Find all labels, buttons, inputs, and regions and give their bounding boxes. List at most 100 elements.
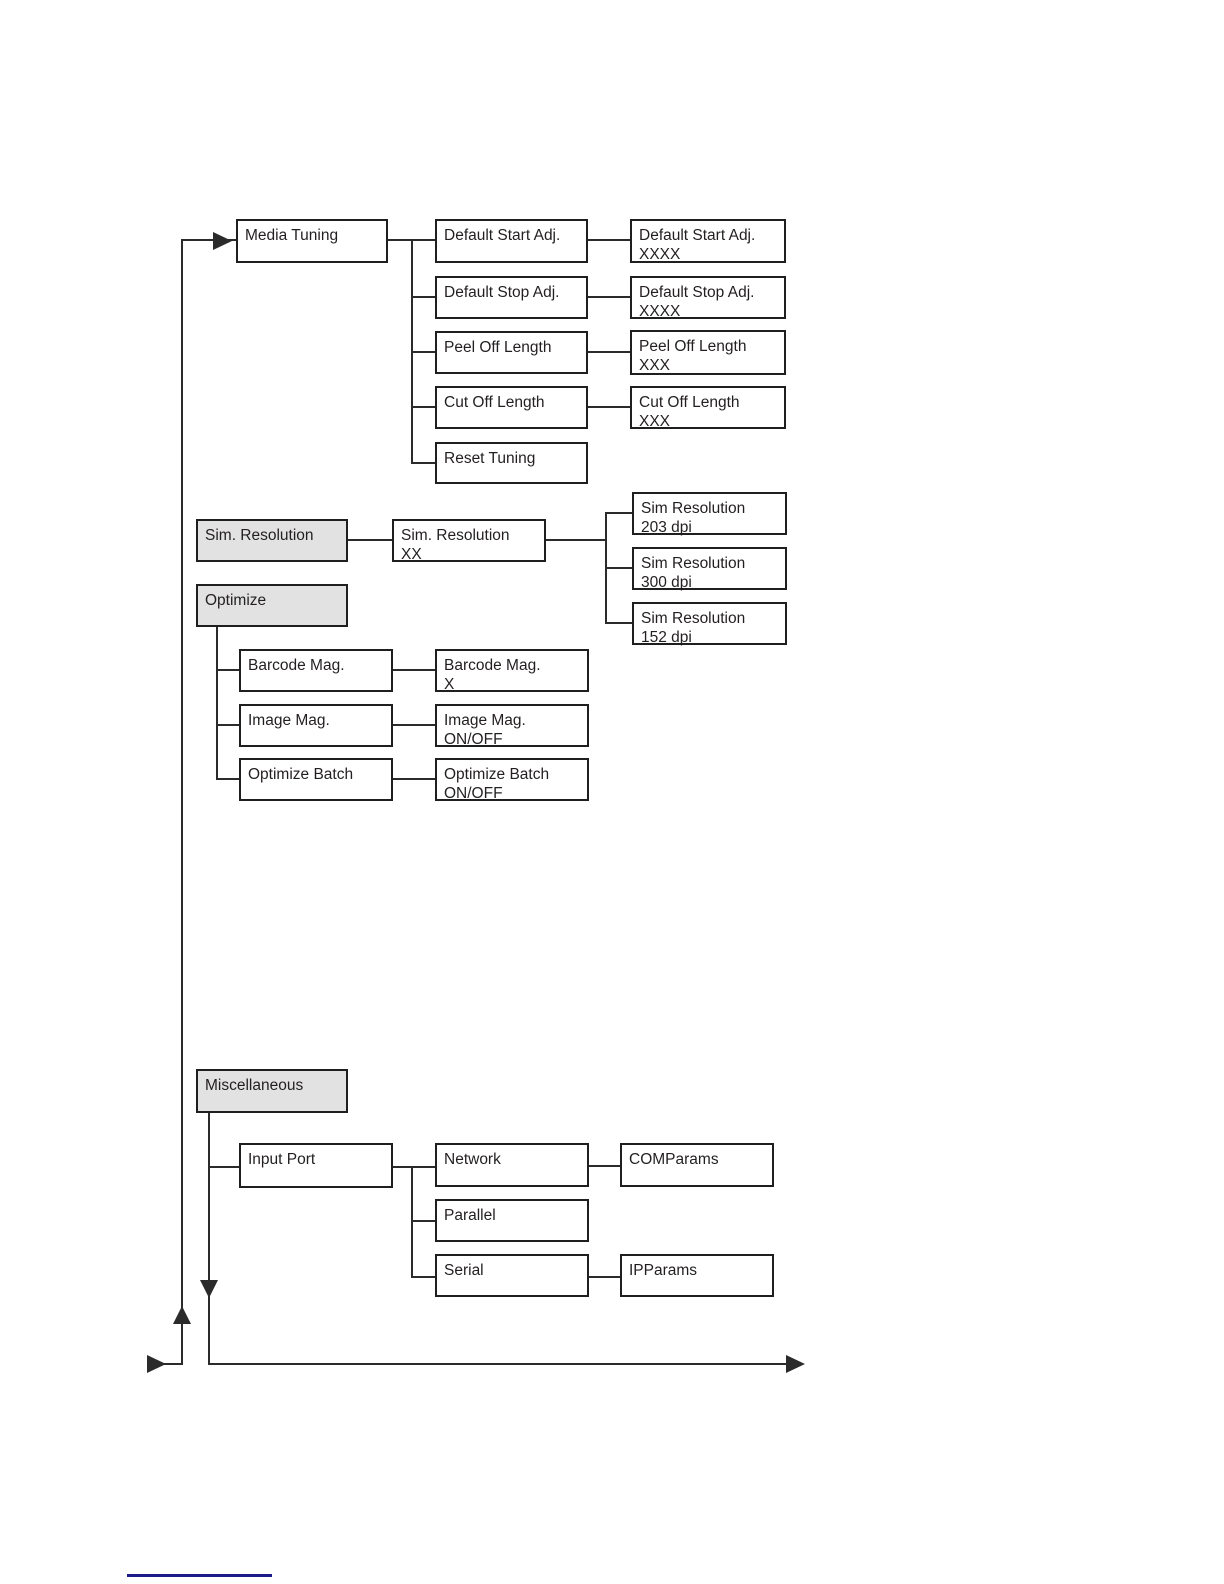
connector-stub-203 — [605, 512, 633, 514]
connector-stub-peel-off — [411, 351, 436, 353]
value-box-sim-res-300: Sim Resolution 300 dpi — [632, 547, 787, 591]
value-box-line2: XX — [401, 546, 422, 563]
menu-box-default-stop-adj: Default Stop Adj. — [435, 276, 588, 319]
value-box-line2: 300 dpi — [641, 574, 692, 591]
value-box-line2: XXX — [639, 357, 671, 374]
value-box-sim-res-152: Sim Resolution 152 dpi — [632, 602, 787, 646]
menu-box-label: Default Stop Adj. — [444, 284, 560, 301]
value-box-line2: X — [444, 676, 455, 693]
menu-box-label: Optimize Batch — [248, 766, 354, 783]
connector-stub-image — [216, 724, 240, 726]
menu-box-cut-off-length: Cut Off Length — [435, 386, 588, 429]
menu-box-barcode-mag: Barcode Mag. — [239, 649, 393, 692]
menu-box-label: Peel Off Length — [444, 339, 552, 356]
value-box-sim-resolution: Sim. Resolution XX — [392, 519, 546, 563]
menu-box-label: Optimize — [205, 592, 267, 609]
value-box-line2: 152 dpi — [641, 629, 692, 646]
menu-box-input-port: Input Port — [239, 1143, 393, 1188]
value-box-line1: Cut Off Length — [639, 394, 740, 411]
menu-box-comparams: COMParams — [620, 1143, 774, 1187]
menu-box-label: Cut Off Length — [444, 394, 545, 411]
menu-box-ipparams: IPParams — [620, 1254, 774, 1297]
value-box-line1: Optimize Batch — [444, 766, 550, 783]
menu-box-label: Reset Tuning — [444, 450, 536, 467]
value-box-peel-off-length: Peel Off Length XXX — [630, 330, 786, 375]
connector-stub-barcode — [216, 669, 240, 671]
menu-box-sim-resolution: Sim. Resolution — [196, 519, 348, 562]
value-box-line2: ON/OFF — [444, 731, 503, 748]
arrowhead-down-icon — [200, 1280, 218, 1298]
menu-box-peel-off-length: Peel Off Length — [435, 331, 588, 374]
value-box-line1: Sim Resolution — [641, 500, 746, 517]
connector-stub-parallel — [411, 1220, 436, 1222]
menu-box-label: Media Tuning — [245, 227, 339, 244]
value-box-optimize-batch: Optimize Batch ON/OFF — [435, 758, 589, 802]
value-box-cut-off-length: Cut Off Length XXX — [630, 386, 786, 430]
connector-cut-off-value — [588, 406, 631, 408]
menu-box-label: Sim. Resolution — [205, 527, 314, 544]
arrowhead-right-icon — [213, 232, 232, 250]
menu-box-miscellaneous: Miscellaneous — [196, 1069, 348, 1113]
connector-barcode-value — [392, 669, 436, 671]
connector-serial-ipparams — [588, 1276, 621, 1278]
connector-misc-drop — [208, 1112, 210, 1365]
value-box-line1: Peel Off Length — [639, 338, 747, 355]
connector-stub-cut-off — [411, 406, 436, 408]
menu-box-label: Parallel — [444, 1207, 496, 1224]
connector-default-start-value — [588, 239, 631, 241]
connector-optimize-drop — [216, 626, 218, 780]
connector-stub-default-stop — [411, 296, 436, 298]
value-box-sim-res-203: Sim Resolution 203 dpi — [632, 492, 787, 536]
menu-box-label: Input Port — [248, 1151, 316, 1168]
value-box-line2: XXXX — [639, 246, 681, 263]
connector-network-comparams — [588, 1165, 621, 1167]
connector-batch-value — [392, 778, 436, 780]
connector-image-value — [392, 724, 436, 726]
menu-box-parallel: Parallel — [435, 1199, 589, 1242]
connector-stub-input-port — [208, 1166, 240, 1168]
menu-box-media-tuning: Media Tuning — [236, 219, 388, 263]
connector-sim-xx-to-trunk — [546, 539, 607, 541]
value-box-default-start-adj: Default Start Adj. XXXX — [630, 219, 786, 263]
menu-box-label: IPParams — [629, 1262, 698, 1279]
menu-box-label: Default Start Adj. — [444, 227, 561, 244]
connector-input-to-network — [392, 1166, 436, 1168]
menu-box-optimize-batch: Optimize Batch — [239, 758, 393, 801]
arrowhead-right-icon — [147, 1355, 166, 1373]
value-box-line1: Sim. Resolution — [401, 527, 510, 544]
value-box-line2: ON/OFF — [444, 785, 503, 802]
connector-entry-to-media-tuning — [181, 239, 236, 241]
connector-input-trunk — [411, 1166, 413, 1278]
menu-box-network: Network — [435, 1143, 589, 1187]
connector-stub-300 — [605, 567, 633, 569]
connector-bottom-exit — [208, 1363, 790, 1365]
arrowhead-up-icon — [173, 1306, 191, 1324]
value-box-line1: Default Start Adj. — [639, 227, 756, 244]
connector-sim-resolution — [348, 539, 393, 541]
value-box-line2: XXXX — [639, 303, 681, 320]
menu-box-default-start-adj: Default Start Adj. — [435, 219, 588, 263]
connector-default-stop-value — [588, 296, 631, 298]
value-box-line2: XXX — [639, 413, 671, 430]
value-box-line1: Image Mag. — [444, 712, 526, 729]
menu-box-serial: Serial — [435, 1254, 589, 1297]
value-box-line1: Sim Resolution — [641, 610, 746, 627]
connector-stub-reset-tuning — [411, 462, 436, 464]
menu-box-label: Miscellaneous — [205, 1077, 304, 1094]
connector-stub-serial — [411, 1276, 436, 1278]
connector-stub-152 — [605, 622, 633, 624]
connector-left-return-line — [181, 239, 183, 1365]
menu-box-optimize: Optimize — [196, 584, 348, 627]
connector-stub-batch — [216, 778, 240, 780]
menu-box-label: COMParams — [629, 1151, 719, 1168]
value-box-image-mag: Image Mag. ON/OFF — [435, 704, 589, 748]
menu-box-label: Image Mag. — [248, 712, 330, 729]
connector-bottom-left — [156, 1363, 183, 1365]
menu-box-reset-tuning: Reset Tuning — [435, 442, 588, 484]
value-box-line2: 203 dpi — [641, 519, 692, 536]
menu-box-image-mag: Image Mag. — [239, 704, 393, 747]
footer-link-rule — [127, 1574, 272, 1577]
menu-box-label: Serial — [444, 1262, 484, 1279]
menu-box-label: Barcode Mag. — [248, 657, 345, 674]
connector-peel-off-value — [588, 351, 631, 353]
